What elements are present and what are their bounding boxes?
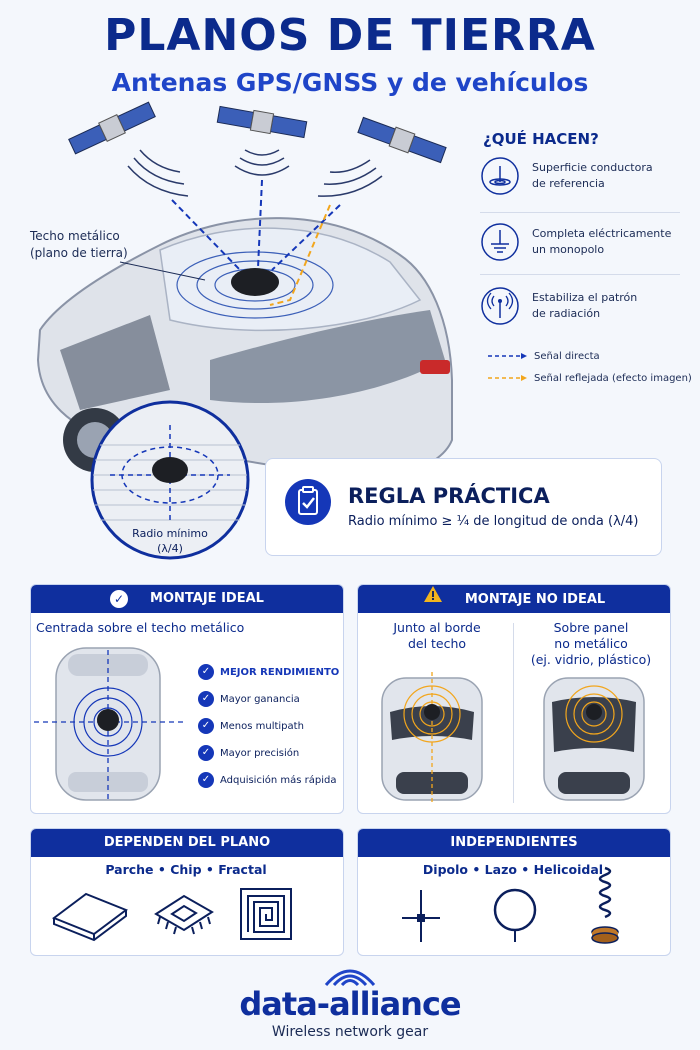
satellite-icon	[357, 116, 447, 164]
satellite-icon	[68, 101, 156, 155]
clipboard-check-icon	[285, 479, 331, 525]
hero-illustration	[36, 101, 453, 560]
dashed-arrow-orange-icon	[488, 375, 527, 381]
what-title: ¿QUÉ HACEN?	[483, 130, 599, 148]
loop-antenna-icon	[493, 888, 537, 942]
brand-tagline: Wireless network gear	[271, 1024, 429, 1040]
check-icon: ✓	[198, 691, 214, 707]
divider	[480, 274, 680, 275]
ideal-bullet: ✓Mayor precisión	[198, 745, 299, 761]
page-subtitle: Antenas GPS/GNSS y de vehículos	[111, 68, 589, 97]
check-icon: ✓	[198, 772, 214, 788]
wifi-arcs-icon	[324, 969, 376, 987]
panel-header: MONTAJE NO IDEAL	[358, 585, 670, 613]
rule-title: REGLA PRÁCTICA	[348, 484, 550, 508]
radius-label: Radio mínimo (λ/4)	[132, 527, 208, 555]
panel-header: INDEPENDIENTES	[358, 829, 670, 857]
rule-text: Radio mínimo ≥ ¼ de longitud de onda (λ/…	[348, 514, 639, 529]
ideal-bullet: ✓MEJOR RENDIMIENTO	[198, 664, 339, 680]
page-title: PLANOS DE TIERRA	[104, 10, 596, 61]
legend-direct: Señal directa	[488, 351, 600, 362]
ground-symbol-icon	[481, 223, 519, 261]
chip-antenna-icon	[154, 894, 214, 935]
divider	[513, 623, 514, 803]
independent-list: Dipolo • Lazo • Helicoidal	[422, 862, 604, 877]
check-icon: ✓	[198, 664, 214, 680]
brand-logo: data-alliance	[239, 985, 461, 1023]
ideal-bullet: ✓Adquisición más rápida	[198, 772, 336, 788]
car-top-view-ideal	[34, 647, 184, 801]
check-icon: ✓	[198, 745, 214, 761]
dipole-antenna-icon	[402, 890, 440, 942]
check-icon: ✓	[198, 718, 214, 734]
ideal-subtitle: Centrada sobre el techo metálico	[36, 620, 245, 635]
helical-antenna-icon	[591, 866, 619, 944]
patch-antenna-icon	[51, 892, 129, 942]
fractal-antenna-icon	[240, 888, 292, 940]
car-glass-mount-illustration	[543, 677, 645, 801]
check-circle-icon: ✓	[110, 589, 129, 608]
panel-header: DEPENDEN DEL PLANO	[31, 829, 343, 857]
ideal-bullet: ✓Mayor ganancia	[198, 691, 300, 707]
radiation-antenna-icon	[481, 287, 519, 325]
ideal-bullet: ✓Menos multipath	[198, 718, 304, 734]
warning-icon	[423, 585, 443, 614]
dashed-arrow-blue-icon	[488, 353, 527, 359]
car-edge-mount-illustration	[381, 672, 483, 804]
ground-ring-icon	[481, 157, 519, 195]
roof-label: Techo metálico (plano de tierra)	[30, 229, 128, 260]
legend-reflected: Señal reflejada (efecto imagen)	[488, 373, 692, 384]
satellite-icon	[216, 105, 308, 139]
panel-header: ✓MONTAJE IDEAL	[31, 585, 343, 613]
dependent-list: Parche • Chip • Fractal	[105, 862, 267, 877]
rule-box	[265, 458, 662, 556]
gnss-antenna-icon	[231, 268, 279, 296]
divider	[480, 212, 680, 213]
